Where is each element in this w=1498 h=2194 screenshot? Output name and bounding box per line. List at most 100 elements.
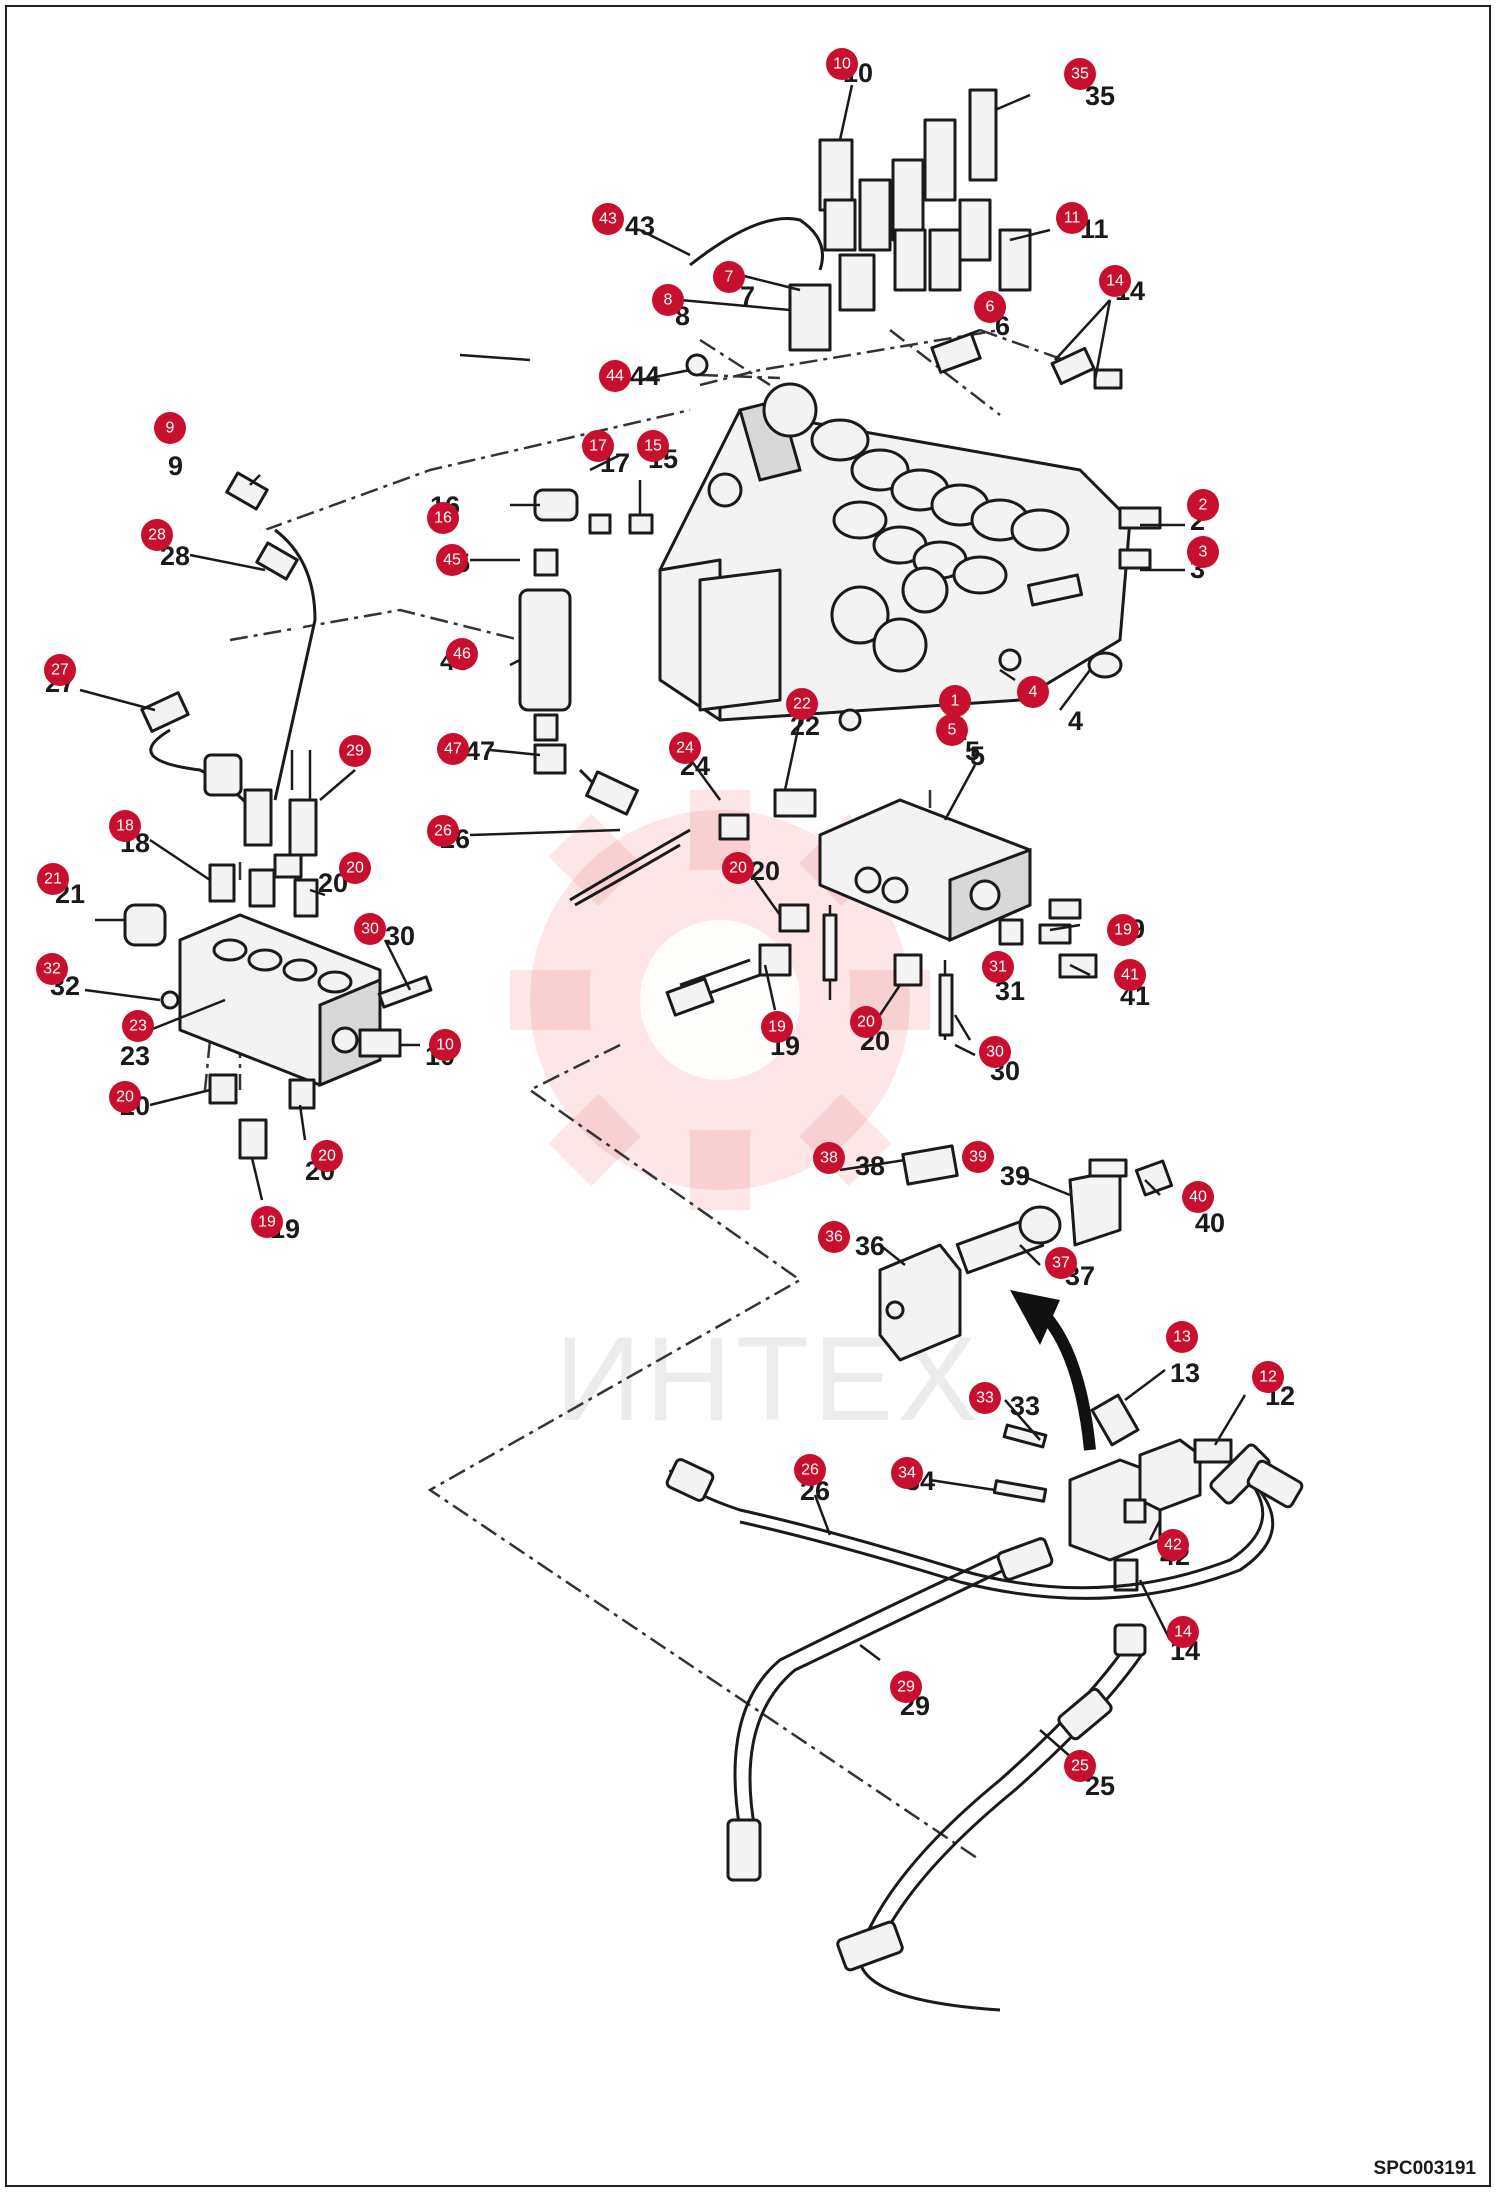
callout-44: 44: [599, 360, 631, 392]
callout-17: 17: [582, 430, 614, 462]
callout-33: 33: [969, 1382, 1001, 1414]
left-manifold: [123, 853, 433, 1160]
number-38: 38: [855, 1151, 885, 1181]
callout-42: 42: [1157, 1529, 1189, 1561]
svg-text:27: 27: [51, 662, 69, 679]
svg-text:41: 41: [1121, 967, 1139, 984]
callout-18: 18: [109, 810, 141, 842]
pilot-filter: [518, 488, 654, 775]
svg-text:14: 14: [1174, 1624, 1192, 1641]
svg-text:29: 29: [897, 1679, 915, 1696]
svg-text:34: 34: [898, 1465, 916, 1482]
svg-text:42: 42: [1164, 1537, 1182, 1554]
svg-text:25: 25: [1071, 1758, 1089, 1775]
leader-lines: [79, 84, 1247, 1766]
number-5: 5: [970, 741, 985, 771]
document-code: SPC003191: [1373, 2158, 1476, 2179]
svg-text:20: 20: [857, 1014, 875, 1031]
svg-text:15: 15: [644, 438, 662, 455]
svg-text:26: 26: [801, 1462, 819, 1479]
callout-19-mid: 19: [1107, 914, 1139, 946]
number-20-mid-a: 20: [750, 856, 780, 886]
callout-13: 13: [1166, 1321, 1198, 1353]
svg-text:8: 8: [664, 292, 673, 309]
valve-top-fittings: [685, 88, 1162, 679]
svg-text:38: 38: [820, 1150, 838, 1167]
number-39: 39: [1000, 1161, 1030, 1191]
svg-text:43: 43: [599, 211, 617, 228]
callout-14-low: 14: [1167, 1616, 1199, 1648]
svg-text:16: 16: [434, 510, 452, 527]
svg-text:2: 2: [1199, 497, 1208, 514]
number-13: 13: [1170, 1358, 1200, 1388]
svg-text:10: 10: [436, 1037, 454, 1054]
callout-16: 16: [427, 502, 459, 534]
lower-hoses: [665, 1443, 1304, 2012]
callout-41: 41: [1114, 959, 1146, 991]
svg-text:22: 22: [793, 696, 811, 713]
svg-text:32: 32: [43, 961, 61, 978]
callout-20-mid-a: 20: [722, 852, 754, 884]
svg-text:30: 30: [361, 921, 379, 938]
svg-text:12: 12: [1259, 1369, 1277, 1386]
callout-30-left: 30: [354, 913, 386, 945]
callout-20-left-a: 20: [339, 852, 371, 884]
svg-text:20: 20: [346, 860, 364, 877]
callout-29-left: 29: [339, 735, 371, 767]
number-40: 40: [1195, 1208, 1225, 1238]
callout-8: 8: [652, 284, 684, 316]
svg-text:20: 20: [318, 1148, 336, 1165]
svg-text:19: 19: [258, 1214, 276, 1231]
svg-text:20: 20: [116, 1089, 134, 1106]
svg-text:20: 20: [729, 860, 747, 877]
svg-text:39: 39: [969, 1149, 987, 1166]
svg-text:4: 4: [1029, 684, 1038, 701]
svg-text:5: 5: [948, 722, 957, 739]
svg-text:19: 19: [768, 1019, 786, 1036]
svg-text:46: 46: [453, 646, 471, 663]
callout-2: 2: [1187, 489, 1219, 521]
callout-22: 22: [786, 688, 818, 720]
solenoid-valve: [878, 1144, 1174, 1362]
main-control-valve: [658, 382, 1132, 732]
callout-19-left: 19: [251, 1206, 283, 1238]
svg-text:33: 33: [976, 1390, 994, 1407]
svg-text:7: 7: [725, 269, 734, 286]
callout-5: 5: [936, 714, 968, 746]
callout-25: 25: [1064, 1750, 1096, 1782]
svg-text:19: 19: [1114, 922, 1132, 939]
callout-10-left: 10: [429, 1029, 461, 1061]
callout-43: 43: [592, 203, 624, 235]
number-7: 7: [740, 281, 755, 311]
callout-3: 3: [1187, 536, 1219, 568]
callout-28: 28: [141, 519, 173, 551]
callout-26-low: 26: [794, 1454, 826, 1486]
callout-30-mid: 30: [979, 1036, 1011, 1068]
svg-text:3: 3: [1199, 544, 1208, 561]
callout-23: 23: [122, 1010, 154, 1042]
callout-31: 31: [982, 951, 1014, 983]
callout-11: 11: [1056, 202, 1088, 234]
center-manifold: [569, 768, 1098, 1040]
number-9: 9: [168, 451, 183, 481]
svg-text:10: 10: [833, 56, 851, 73]
callout-21: 21: [37, 863, 69, 895]
svg-text:6: 6: [986, 299, 995, 316]
callout-38: 38: [813, 1142, 845, 1174]
callout-6: 6: [974, 291, 1006, 323]
callout-24: 24: [669, 732, 701, 764]
svg-text:21: 21: [44, 871, 62, 888]
svg-text:45: 45: [443, 552, 461, 569]
callout-47: 47: [437, 733, 469, 765]
svg-text:35: 35: [1071, 66, 1089, 83]
callout-15: 15: [637, 430, 669, 462]
callout-4: 4: [1017, 676, 1049, 708]
callout-40: 40: [1182, 1181, 1214, 1213]
number-44: 44: [630, 361, 660, 391]
callout-1: 1: [939, 685, 971, 717]
callout-32: 32: [36, 953, 68, 985]
callout-29-low: 29: [890, 1671, 922, 1703]
number-23: 23: [120, 1041, 150, 1071]
dashed-routing-lines: [203, 328, 1121, 1862]
